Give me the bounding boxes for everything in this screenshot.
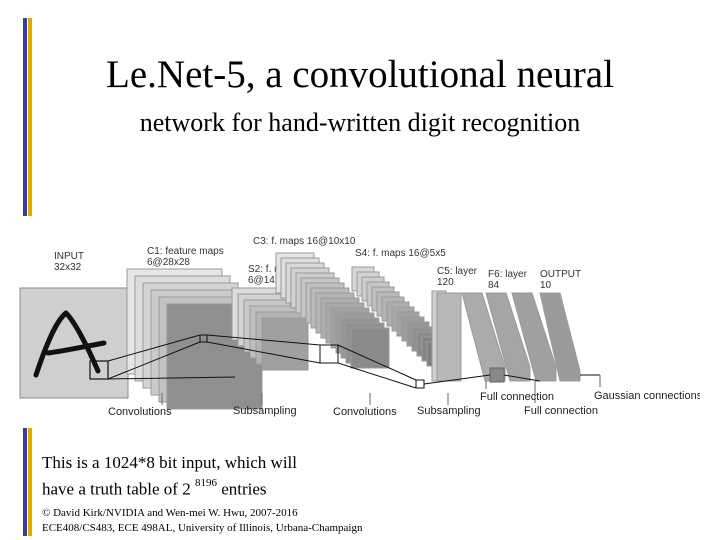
lenet5-diagram: INPUT 32x32 C1: feature maps 6@28x28 C3:… [19,236,700,418]
convolutions-label-2: Convolutions [333,406,397,418]
output-layer [511,292,581,382]
accent-bar-gold-bottom [28,428,32,536]
input-label: INPUT [54,251,84,262]
full-connection-label-1: Full connection [480,391,554,403]
accent-bar-blue-bottom [23,428,27,536]
slide-title: Le.Net-5, a convolutional neural [106,53,614,96]
input-image [19,287,129,399]
output-size-label: 10 [540,280,552,291]
handwritten-a-glyph [33,310,107,378]
s2-feature-maps [231,287,309,371]
c5-size-label: 120 [437,277,454,288]
f6-label: F6: layer [488,269,528,280]
s2-label: S2: f. maps [248,264,299,275]
truth-table-note: This is a 1024*8 bit input, which will h… [42,452,297,501]
input-size-label: 32x32 [54,262,82,273]
c3-label: C3: f. maps 16@10x10 [253,236,356,247]
copyright-line-1: © David Kirk/NVIDIA and Wen-mei W. Hwu, … [42,507,298,519]
c5-label: C5: layer [437,266,478,277]
copyright-footer: © David Kirk/NVIDIA and Wen-mei W. Hwu, … [42,506,363,536]
c3-feature-maps [275,252,390,369]
note-line-2-prefix: have a truth table of 2 [42,479,191,499]
connection-lines [107,334,600,389]
c1-label: C1: feature maps [147,246,224,257]
s4-label: S4: f. maps 16@5x5 [355,248,446,259]
c1-feature-maps [126,268,263,410]
subsampling-label-1: Subsampling [233,405,297,417]
gaussian-connections-label: Gaussian connections [594,390,700,402]
label-ticks [161,375,601,405]
full-connection-label-2: Full connection [524,405,598,417]
input-receptive-field [89,360,109,380]
accent-bar-gold-top [28,18,32,216]
s2-size-label: 6@14x14 [248,275,291,286]
c1-size-label: 6@28x28 [147,257,190,268]
note-line-2: have a truth table of 2 8196 entries [42,474,297,501]
note-line-1: This is a 1024*8 bit input, which will [42,453,297,472]
note-line-2-suffix: entries [221,479,267,499]
f6-layer [461,292,531,382]
f6-size-label: 84 [488,280,500,291]
output-label: OUTPUT [540,269,581,280]
copyright-line-2: ECE408/CS483, ECE 498AL, University of I… [42,522,363,534]
slide-subtitle: network for hand-written digit recogniti… [139,108,581,137]
note-exponent: 8196 [194,477,217,489]
accent-bar-blue-top [23,18,27,216]
c5-layer [431,290,462,382]
convolutions-label-1: Convolutions [108,406,172,418]
subsampling-label-2: Subsampling [417,405,481,417]
s4-feature-maps [351,266,450,367]
